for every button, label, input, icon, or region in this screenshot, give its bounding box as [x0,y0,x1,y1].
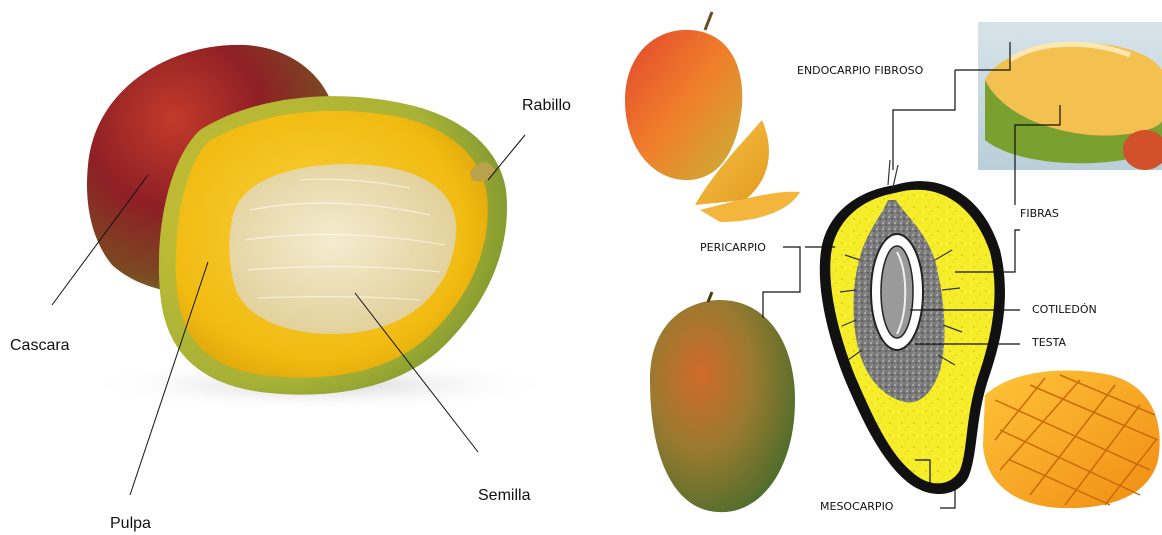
label-testa: TESTA [1031,336,1067,349]
label-endocarpio-fibroso: ENDOCARPIO FIBROSO [797,64,924,77]
label-mesocarpio: MESOCARPIO [820,500,894,513]
label-rabillo: Rabillo [522,97,571,114]
label-cascara: Cascara [10,337,70,354]
cotyledon [881,246,913,338]
label-pericarpio: PERICARPIO [700,241,766,254]
whole-mango-photo [650,292,795,512]
label-fibras: FIBRAS [1020,207,1059,220]
label-cotiledon: COTILEDÓN [1032,303,1097,316]
label-semilla: Semilla [478,487,531,504]
mango-with-slices-photo [625,12,800,222]
cut-mango-photo [978,22,1162,170]
label-pulpa: Pulpa [110,515,151,532]
mango-cross-section-diagram [820,160,1005,494]
left-mango-illustration [80,45,560,411]
cubed-mango-photo [983,371,1160,509]
